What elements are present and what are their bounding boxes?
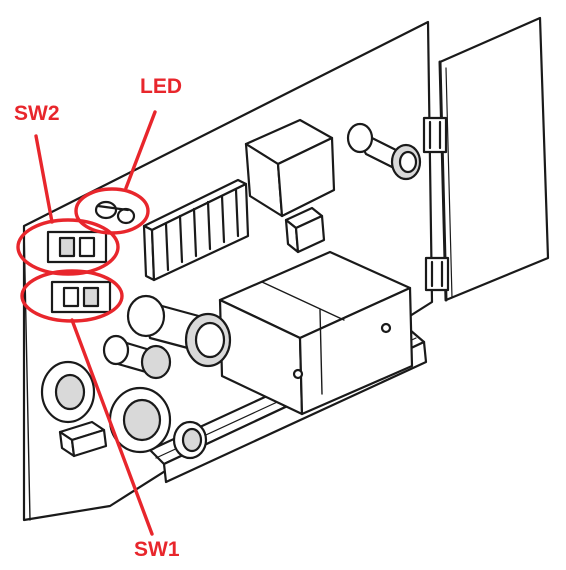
pin-header-connector bbox=[142, 178, 250, 282]
coil-components bbox=[40, 360, 208, 460]
sw2-leader-line bbox=[34, 134, 54, 224]
board-connector-clips bbox=[422, 116, 450, 292]
top-capacitor bbox=[346, 122, 422, 181]
sw2-highlight-circle bbox=[16, 218, 120, 276]
small-component bbox=[284, 206, 326, 254]
transformer-block bbox=[218, 250, 414, 416]
led-label: LED bbox=[140, 75, 182, 98]
sw1-leader-line bbox=[70, 318, 154, 536]
switch-sw1 bbox=[50, 280, 112, 314]
top-relay bbox=[244, 118, 336, 218]
led-component bbox=[94, 200, 136, 225]
side-board bbox=[438, 16, 550, 302]
sw1-label: SW1 bbox=[134, 538, 180, 561]
large-capacitor bbox=[126, 294, 232, 368]
sw2-label: SW2 bbox=[14, 102, 60, 125]
led-leader-line bbox=[124, 110, 157, 190]
terminal-block bbox=[58, 420, 108, 458]
switch-sw2 bbox=[46, 230, 108, 264]
small-capacitor bbox=[102, 334, 172, 380]
